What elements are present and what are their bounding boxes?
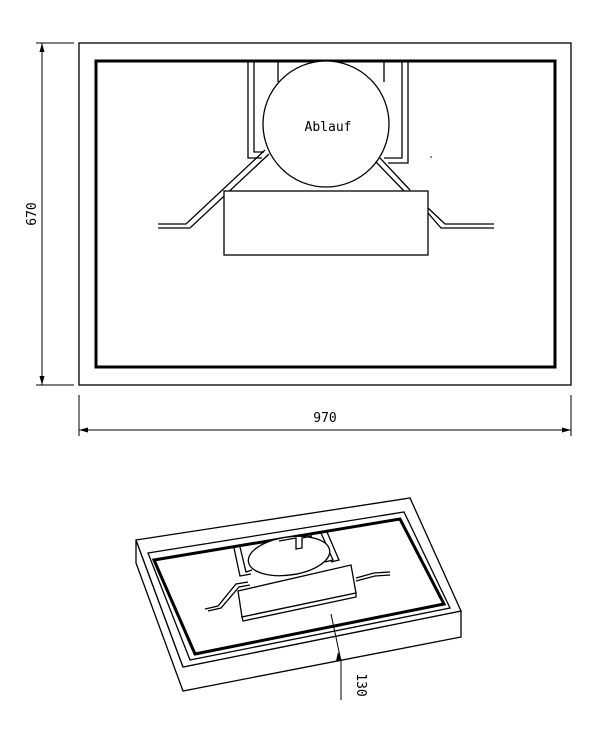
dimension-height: 670 bbox=[25, 42, 74, 386]
iso-drain-ellipse bbox=[247, 535, 331, 577]
dimension-width: 970 bbox=[78, 395, 572, 436]
dimension-width-label: 970 bbox=[313, 411, 336, 426]
dimension-depth: 130 bbox=[330, 613, 368, 700]
iso-inner-basin bbox=[151, 517, 447, 656]
iso-drain-notch bbox=[278, 535, 313, 550]
tray-outer-outline bbox=[78, 42, 572, 386]
channel-box bbox=[223, 190, 429, 256]
plan-view: Ablauf 670 970 bbox=[25, 42, 572, 436]
iso-drain-housing bbox=[233, 531, 340, 577]
iso-channel-rails bbox=[204, 571, 391, 612]
left-channel-rail bbox=[158, 149, 270, 229]
drain-circle bbox=[262, 60, 390, 188]
iso-rim bbox=[147, 511, 451, 661]
iso-view: 130 bbox=[135, 497, 462, 700]
speck bbox=[430, 156, 432, 158]
drain-housing bbox=[247, 61, 409, 164]
dimension-depth-label: 130 bbox=[353, 673, 368, 696]
right-channel-rail bbox=[375, 157, 494, 229]
drain-label: Ablauf bbox=[305, 120, 352, 135]
dimension-height-label: 670 bbox=[25, 202, 40, 225]
iso-channel-box-side bbox=[241, 592, 357, 622]
